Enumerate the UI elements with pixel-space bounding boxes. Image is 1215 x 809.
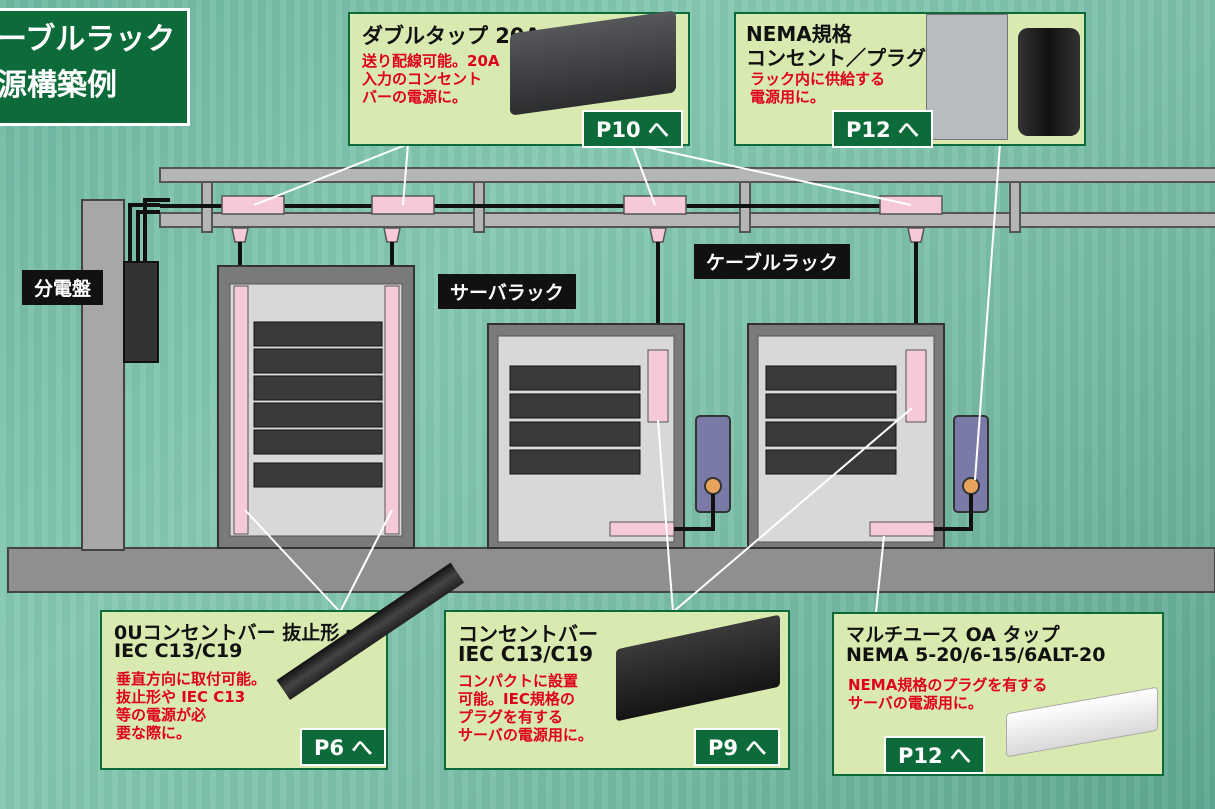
hanging-plugs — [231, 227, 925, 243]
callout-zero-u-desc-2: 抜止形や IEC C13 — [116, 688, 246, 706]
server-rack-3 — [747, 323, 945, 549]
callout-outlet-bar-title-1: コンセントバー — [458, 622, 598, 646]
callout-outlet-bar-desc-1: コンパクトに設置 — [458, 672, 579, 690]
distribution-pillar — [81, 199, 125, 551]
multi-tap-page-link[interactable]: P12 へ — [884, 736, 985, 774]
floor — [7, 547, 1215, 593]
multi-tap-photo — [1006, 686, 1158, 758]
cable-rack-rail-bottom — [159, 212, 1215, 228]
callout-double-tap-desc-3: バーの電源に。 — [362, 88, 468, 106]
callout-nema-title-1: NEMA規格 — [746, 22, 852, 46]
callout-outlet-bar-title-2: IEC C13/C19 — [458, 642, 594, 666]
callout-double-tap-desc-1: 送り配線可能。20A — [362, 52, 500, 70]
callout-multi-use-tap: マルチユース OA タップ NEMA 5-20/6-15/6ALT-20 NEM… — [832, 612, 1164, 776]
callout-multi-tap-desc-1: NEMA規格のプラグを有する — [848, 676, 1048, 694]
label-distribution-panel: 分電盤 — [22, 270, 104, 305]
nema-wall-plate-photo — [926, 14, 1008, 140]
main-cables — [128, 198, 920, 262]
callout-nema-desc-1: ラック内に供給する — [750, 70, 886, 88]
outlet-bar-page-link[interactable]: P9 へ — [694, 728, 781, 766]
callout-multi-tap-title-1: マルチユース OA タップ — [846, 624, 1060, 646]
callout-nema-title-2: コンセント／プラグ — [746, 46, 926, 70]
leader-lines — [244, 143, 1001, 613]
callout-outlet-bar-desc-4: サーバの電源用に。 — [458, 726, 593, 744]
callout-nema: NEMA規格 コンセント／プラグ ラック内に供給する 電源用に。 P12 へ — [734, 12, 1086, 148]
callout-nema-desc-2: 電源用に。 — [750, 88, 826, 106]
callout-double-tap: ダブルタップ 20A 送り配線可能。20A 入力のコンセント バーの電源に。 P… — [348, 10, 690, 148]
callout-zero-u-title-1: 0Uコンセントバー 抜止形・ — [114, 622, 359, 644]
callout-multi-tap-title-2: NEMA 5-20/6-15/6ALT-20 — [846, 644, 1106, 666]
nema-wall-outlets — [695, 415, 989, 513]
callout-outlet-bar: コンセントバー IEC C13/C19 コンパクトに設置 可能。IEC規格の プ… — [444, 610, 790, 770]
callout-double-tap-desc-2: 入力のコンセント — [362, 70, 483, 88]
callout-zero-u-desc-1: 垂直方向に取付可能。 — [116, 670, 267, 688]
double-tap-page-link[interactable]: P10 へ — [582, 110, 683, 148]
title-line-2: 電源構築例 — [0, 68, 117, 103]
title-line-1: ケーブルラック — [0, 22, 176, 57]
zero-u-page-link[interactable]: P6 へ — [300, 728, 387, 766]
callout-outlet-bar-desc-2: 可能。IEC規格の — [458, 690, 575, 708]
server-rack-1 — [217, 265, 415, 549]
outlet-bar-photo — [616, 614, 780, 722]
callout-zero-u-desc-3: 等の電源が必 — [116, 706, 207, 724]
label-server-rack: サーバラック — [438, 274, 576, 309]
cable-rack-rail-top — [159, 167, 1215, 183]
distribution-panel-box — [123, 261, 159, 363]
nema-plug-photo — [1018, 28, 1080, 136]
outlet-cables — [674, 494, 973, 531]
nema-page-link[interactable]: P12 へ — [832, 110, 933, 148]
server-rack-2 — [487, 323, 685, 549]
callout-outlet-bar-desc-3: プラグを有する — [458, 708, 564, 726]
callout-zero-u-title-2: IEC C13/C19 — [114, 640, 243, 662]
label-cable-rack: ケーブルラック — [694, 244, 850, 279]
callout-multi-tap-desc-2: サーバの電源用に。 — [848, 694, 983, 712]
diagram-title: ケーブルラック 電源構築例 — [0, 8, 190, 126]
callout-zero-u-desc-4: 要な際に。 — [116, 724, 192, 742]
